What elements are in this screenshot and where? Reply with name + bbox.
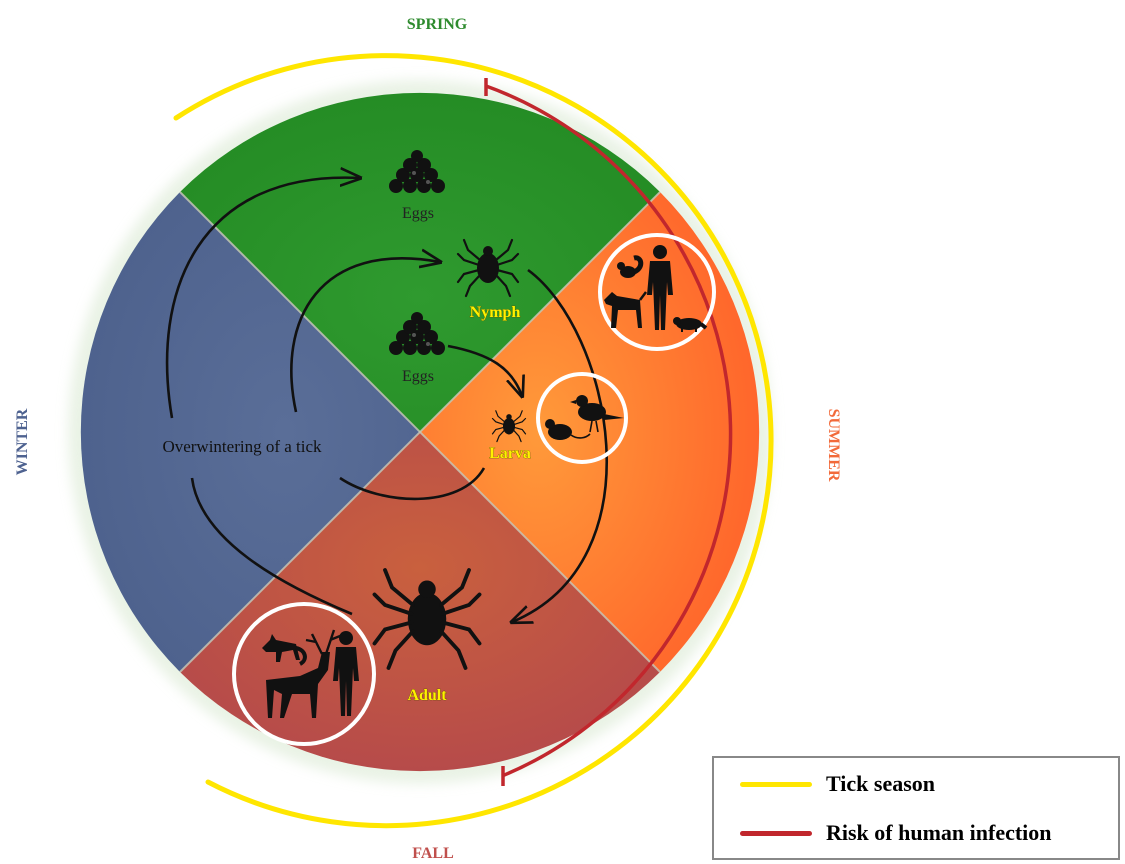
season-label-fall: FALL [412, 845, 453, 862]
stage-label-eggs-top: Eggs [402, 205, 434, 222]
legend-label-tick-season: Tick season [826, 771, 935, 797]
stage-label-eggs-mid: Eggs [402, 368, 434, 385]
stage-label-nymph: Nymph [470, 304, 521, 321]
legend-swatch-tick-season [740, 782, 812, 787]
legend-label-risk: Risk of human infection [826, 820, 1052, 846]
season-label-spring: SPRING [407, 16, 468, 33]
stage-label-adult: Adult [407, 687, 447, 704]
season-label-winter: WINTER [14, 408, 31, 475]
overwintering-label: Overwintering of a tick [162, 437, 322, 456]
stage-label-larva: Larva [489, 445, 531, 462]
legend: Tick season Risk of human infection [712, 756, 1120, 860]
legend-item-tick-season: Tick season [740, 769, 935, 799]
season-disc [81, 93, 759, 771]
legend-item-risk: Risk of human infection [740, 818, 1052, 848]
legend-swatch-risk [740, 831, 812, 836]
season-label-summer: SUMMER [825, 409, 842, 482]
